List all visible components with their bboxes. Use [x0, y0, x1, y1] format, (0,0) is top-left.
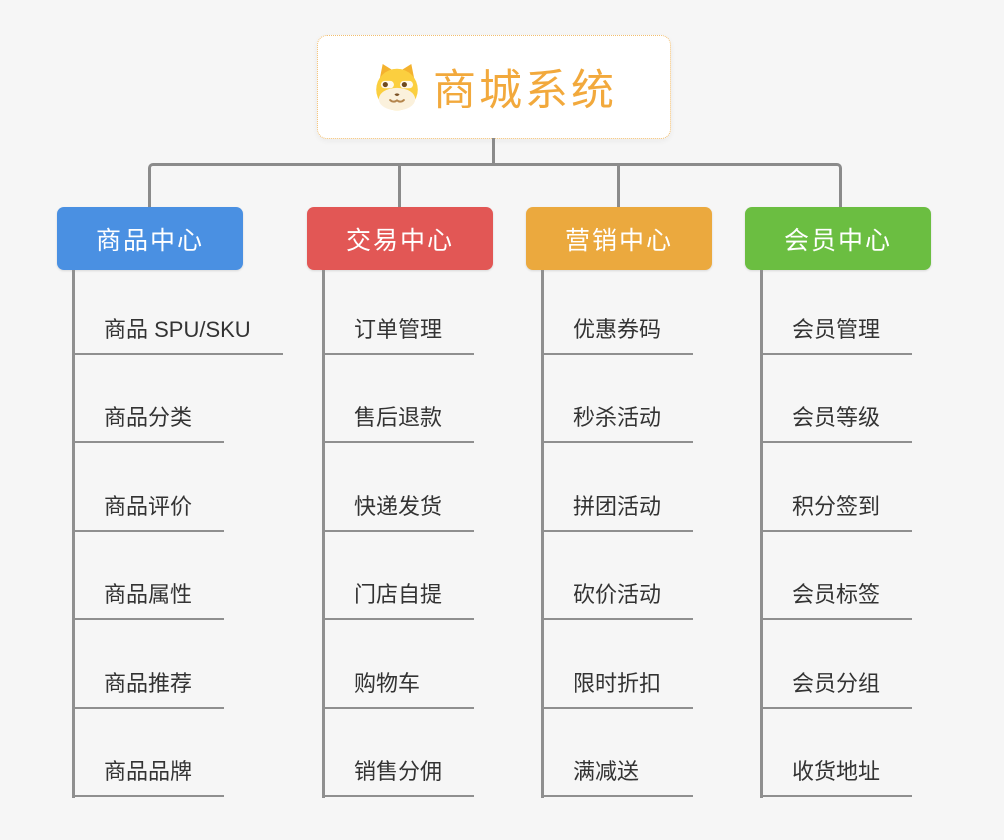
leaf-topic[interactable]: 商品分类: [72, 403, 225, 443]
leaf-slot: 积分签到: [760, 443, 1004, 532]
leaf-topic[interactable]: 满减送: [541, 757, 693, 797]
branch-line: [322, 270, 325, 798]
leaf-slot: 商品 SPU/SKU: [72, 266, 322, 355]
doge-face-icon: [371, 61, 423, 113]
branch-column-marketing: 优惠券码秒杀活动拼团活动砍价活动限时折扣满减送: [541, 266, 791, 798]
leaf-slot: 商品属性: [72, 532, 322, 620]
leaf-topic[interactable]: 会员标签: [760, 580, 913, 620]
branch-column-member: 会员管理会员等级积分签到会员标签会员分组收货地址: [760, 266, 1004, 798]
branch-box-trade-center[interactable]: 交易中心: [307, 207, 493, 270]
leaf-slot: 售后退款: [322, 355, 572, 443]
leaf-slot: 会员分组: [760, 620, 1004, 709]
connector-root-stem: [492, 138, 495, 166]
leaf-topic[interactable]: 砍价活动: [541, 580, 694, 620]
leaf-topic[interactable]: 拼团活动: [541, 492, 694, 532]
branch-line: [72, 270, 75, 798]
leaf-topic[interactable]: 门店自提: [322, 580, 475, 620]
leaf-slot: 销售分佣: [322, 709, 572, 797]
leaf-topic[interactable]: 会员管理: [760, 315, 913, 355]
leaf-topic[interactable]: 销售分佣: [322, 757, 475, 797]
connector-left-elbow: [148, 163, 496, 208]
connector-right-elbow: [493, 163, 842, 208]
leaf-topic[interactable]: 限时折扣: [541, 669, 694, 709]
leaf-slot: 购物车: [322, 620, 572, 709]
branch-box-marketing-center[interactable]: 营销中心: [526, 207, 712, 270]
leaf-topic[interactable]: 秒杀活动: [541, 403, 694, 443]
leaf-slot: 订单管理: [322, 266, 572, 355]
root-topic[interactable]: 商城系统: [317, 35, 671, 139]
leaf-slot: 拼团活动: [541, 443, 791, 532]
leaf-topic[interactable]: 商品品牌: [72, 757, 225, 797]
leaf-topic[interactable]: 商品 SPU/SKU: [72, 315, 283, 355]
root-title: 商城系统: [433, 67, 617, 115]
leaf-slot: 商品推荐: [72, 620, 322, 709]
leaf-topic[interactable]: 会员等级: [760, 403, 913, 443]
leaf-topic[interactable]: 快递发货: [322, 492, 475, 532]
leaf-slot: 砍价活动: [541, 532, 791, 620]
branch-column-product: 商品 SPU/SKU 商品分类商品评价商品属性商品推荐商品品牌: [72, 266, 322, 798]
leaf-topic[interactable]: 商品属性: [72, 580, 225, 620]
leaf-topic[interactable]: 积分签到: [760, 492, 913, 532]
leaf-slot: 门店自提: [322, 532, 572, 620]
leaf-slot: 商品评价: [72, 443, 322, 532]
leaf-topic[interactable]: 优惠券码: [541, 315, 694, 355]
leaf-slot: 商品分类: [72, 355, 322, 443]
leaf-slot: 会员等级: [760, 355, 1004, 443]
leaf-topic[interactable]: 商品评价: [72, 492, 225, 532]
leaf-topic[interactable]: 售后退款: [322, 403, 475, 443]
leaf-slot: 满减送: [541, 709, 791, 797]
leaf-topic[interactable]: 订单管理: [322, 315, 475, 355]
branch-line: [541, 270, 544, 798]
leaf-slot: 优惠券码: [541, 266, 791, 355]
branch-line: [760, 270, 763, 798]
leaf-topic[interactable]: 会员分组: [760, 669, 913, 709]
leaf-slot: 限时折扣: [541, 620, 791, 709]
connector-drop-trade: [398, 166, 401, 208]
leaf-slot: 商品品牌: [72, 709, 322, 797]
leaf-slot: 收货地址: [760, 709, 1004, 797]
leaf-slot: 快递发货: [322, 443, 572, 532]
branch-box-member-center[interactable]: 会员中心: [745, 207, 931, 270]
branch-column-trade: 订单管理售后退款快递发货门店自提购物车销售分佣: [322, 266, 572, 798]
leaf-slot: 会员管理: [760, 266, 1004, 355]
leaf-topic[interactable]: 商品推荐: [72, 669, 225, 709]
leaf-topic[interactable]: 购物车: [322, 669, 474, 709]
branch-box-product-center[interactable]: 商品中心: [57, 207, 243, 270]
leaf-topic[interactable]: 收货地址: [760, 757, 913, 797]
leaf-slot: 秒杀活动: [541, 355, 791, 443]
connector-drop-marketing: [617, 166, 620, 208]
leaf-slot: 会员标签: [760, 532, 1004, 620]
